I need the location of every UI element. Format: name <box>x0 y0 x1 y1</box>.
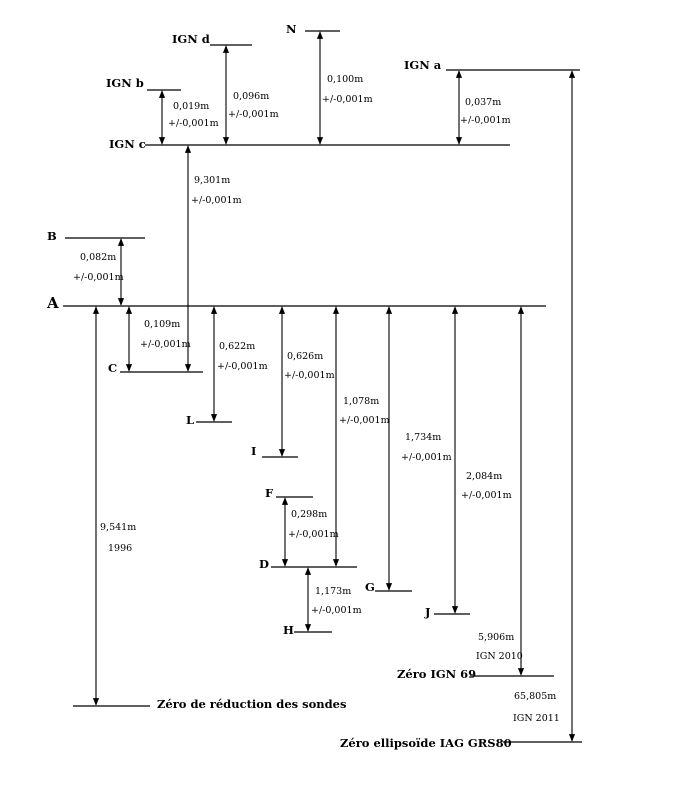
source-zero-ellipsoide: IGN 2011 <box>513 713 560 724</box>
label-ign-d: IGN d <box>172 32 210 46</box>
label-ign-b: IGN b <box>106 76 144 90</box>
label-b: B <box>47 229 57 243</box>
tol-d-h: +/-0,001m <box>311 605 362 616</box>
value-ign-c-n: 0,100m <box>327 74 363 85</box>
tol-a-j: +/-0,001m <box>461 490 512 501</box>
tol-f-d: +/-0,001m <box>288 529 339 540</box>
label-ign-a: IGN a <box>404 58 442 72</box>
tol-ign-b-c: +/-0,001m <box>168 118 219 129</box>
label-zero-ign69: Zéro IGN 69 <box>397 667 476 681</box>
value-ign-c-d: 0,096m <box>233 91 269 102</box>
label-i: I <box>251 444 256 458</box>
value-a-c: 0,109m <box>144 319 180 330</box>
value-a-d: 1,078m <box>343 396 379 407</box>
label-ign-c: IGN c <box>109 137 146 151</box>
value-a-zero-ign69: 5,906m <box>478 632 514 643</box>
tol-a-ign-c: +/-0,001m <box>191 195 242 206</box>
label-zero-sondes: Zéro de réduction des sondes <box>157 697 346 711</box>
label-j: J <box>424 605 430 619</box>
label-d: D <box>259 557 269 571</box>
label-f: F <box>265 486 274 500</box>
label-l: L <box>186 413 194 427</box>
value-a-ign-c: 9,301m <box>194 175 230 186</box>
tol-a-b: +/-0,001m <box>73 272 124 283</box>
tol-ign-c-a: +/-0,001m <box>460 115 511 126</box>
value-f-d: 0,298m <box>291 509 327 520</box>
value-a-l: 0,622m <box>219 341 255 352</box>
label-g: G <box>365 580 375 594</box>
tol-ign-c-n: +/-0,001m <box>322 94 373 105</box>
value-zero-ellipsoide: 65,805m <box>514 691 556 702</box>
value-a-zero-sondes: 9,541m <box>100 522 136 533</box>
value-ign-b-c: 0,019m <box>173 101 209 112</box>
label-zero-ellipsoide: Zéro ellipsoïde IAG GRS80 <box>340 736 512 750</box>
label-h: H <box>283 623 294 637</box>
tol-a-i: +/-0,001m <box>284 370 335 381</box>
value-d-h: 1,173m <box>315 586 351 597</box>
value-ign-c-a: 0,037m <box>465 97 501 108</box>
label-c: C <box>108 361 117 375</box>
tol-a-c: +/-0,001m <box>140 339 191 350</box>
year-a-zero-sondes: 1996 <box>108 543 132 554</box>
tol-a-d: +/-0,001m <box>339 415 390 426</box>
source-a-zero-ign69: IGN 2010 <box>476 651 523 662</box>
value-a-i: 0,626m <box>287 351 323 362</box>
value-a-b: 0,082m <box>80 252 116 263</box>
label-a: A <box>46 294 59 312</box>
label-n: N <box>286 22 297 36</box>
tol-a-l: +/-0,001m <box>217 361 268 372</box>
tol-a-g: +/-0,001m <box>401 452 452 463</box>
tol-ign-c-d: +/-0,001m <box>228 109 279 120</box>
value-a-g: 1,734m <box>405 432 441 443</box>
value-a-j: 2,084m <box>466 471 502 482</box>
